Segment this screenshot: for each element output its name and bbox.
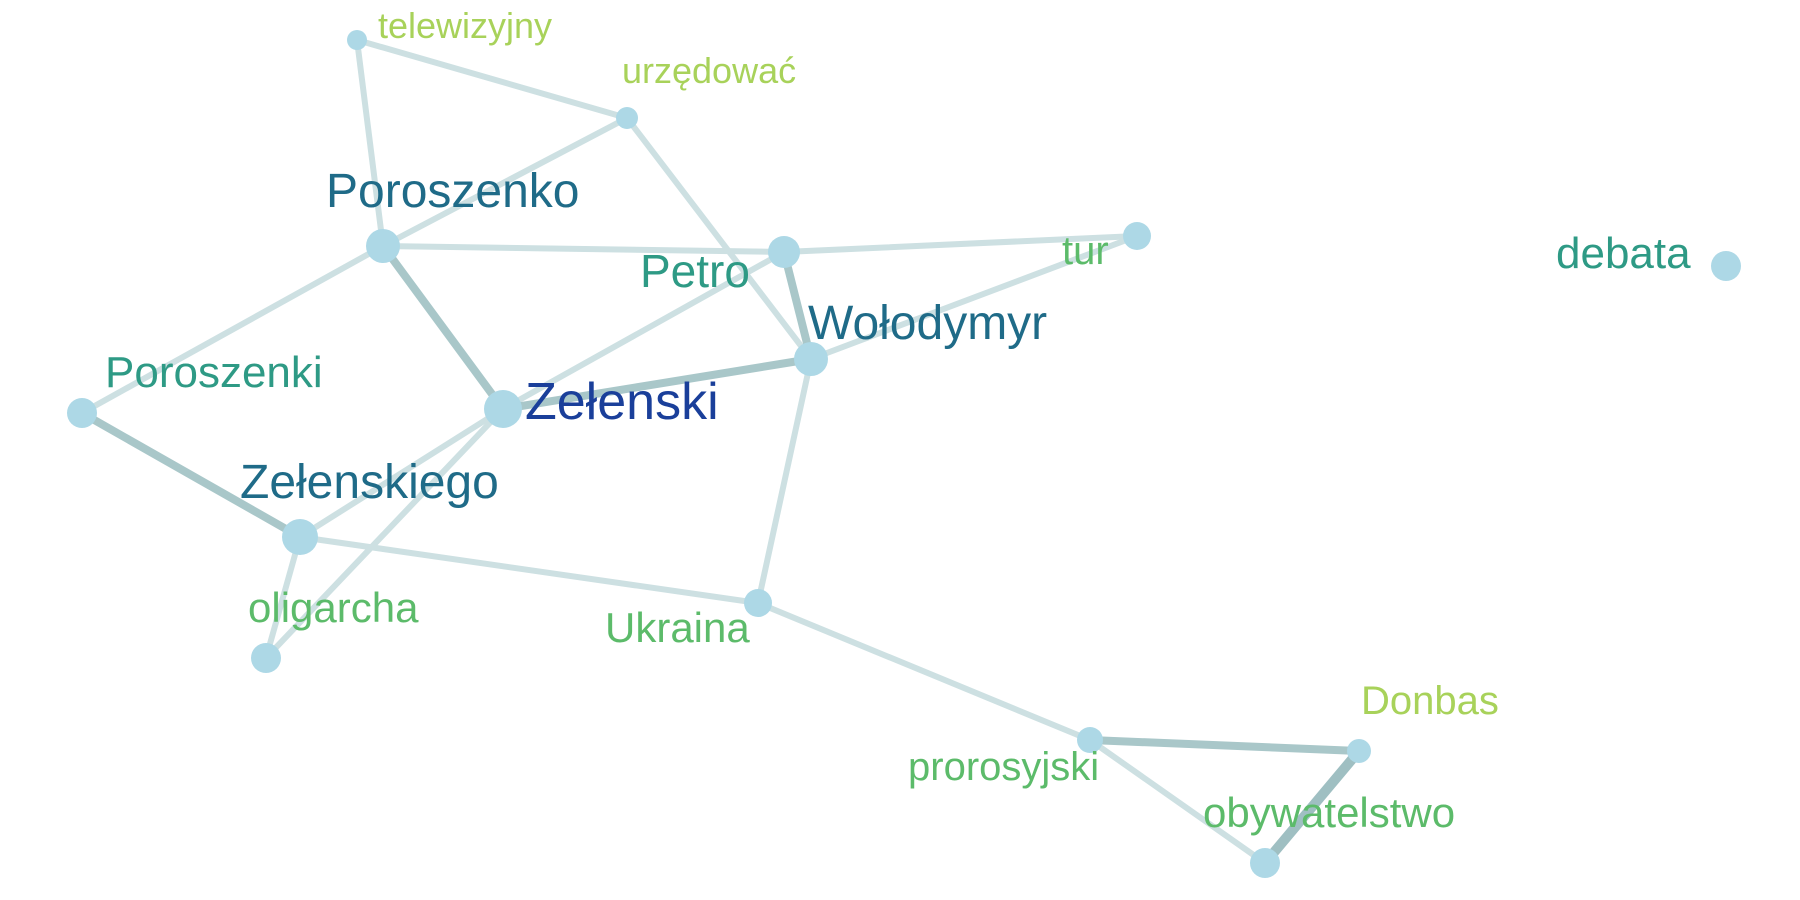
node-label-urzedowac: urzędować [622,50,796,91]
node-telewizyjny [347,30,367,50]
node-donbas [1347,739,1371,763]
edge-petro-wolodymyr [780,248,815,363]
edge-urzedowac-wolodymyr [624,115,814,362]
node-tur [1123,222,1151,250]
edge-petro-zelenski [500,249,787,412]
edge-layer [78,37,1364,868]
node-label-oligarcha: oligarcha [248,584,419,631]
edge-poroszenko-poroszenki [79,243,386,416]
edge-wolodymyr-zelenski [499,355,815,413]
edge-donbas-obywatelstwo [1260,746,1364,868]
node-layer [67,30,1741,878]
node-prorosyjski [1077,727,1103,753]
node-wolodymyr [794,342,828,376]
edge-telewizyjny-urzedowac [354,37,630,121]
node-label-debata: debata [1556,229,1691,278]
edge-tur-wolodymyr [808,233,1140,362]
node-label-prorosyjski: prorosyjski [908,745,1099,789]
node-label-zelenski: Zełenski [525,373,719,431]
node-poroszenko [366,229,400,263]
node-debata [1711,251,1741,281]
node-label-zelenskiego: Zełenskiego [240,456,499,509]
edge-wolodymyr-ukraina [755,356,814,606]
node-label-wolodymyr: Wołodymyr [808,297,1047,350]
node-petro [768,236,800,268]
node-label-poroszenko: Poroszenko [326,165,579,218]
node-poroszenki [67,398,97,428]
node-oligarcha [251,643,281,673]
edge-prorosyjski-obywatelstwo [1087,737,1268,866]
node-ukraina [744,589,772,617]
node-zelenskiego [282,519,318,555]
node-label-petro: Petro [640,245,750,297]
node-zelenski [484,390,522,428]
edge-telewizyjny-poroszenko [354,37,386,249]
edge-ukraina-prorosyjski [755,600,1093,743]
edge-zelenskiego-ukraina [297,534,761,606]
edge-poroszenko-petro [380,243,787,255]
edge-prorosyjski-donbas [1086,736,1363,755]
node-label-donbas: Donbas [1361,679,1499,723]
edge-poroszenko-zelenski [379,242,507,413]
edge-poroszenki-zelenskiego [78,409,304,541]
node-label-ukraina: Ukraina [605,604,750,651]
node-label-telewizyjny: telewizyjny [378,5,552,46]
node-label-poroszenki: Poroszenki [105,348,323,397]
node-label-obywatelstwo: obywatelstwo [1203,789,1455,836]
node-urzedowac [616,107,638,129]
edge-zelenski-oligarcha [263,406,506,661]
edge-zelenskiego-oligarcha [263,534,303,661]
edge-petro-tur [781,233,1140,255]
node-obywatelstwo [1250,848,1280,878]
node-label-tur: tur [1062,229,1109,273]
edge-zelenski-zelenskiego [297,406,506,540]
edge-urzedowac-poroszenko [380,115,630,249]
